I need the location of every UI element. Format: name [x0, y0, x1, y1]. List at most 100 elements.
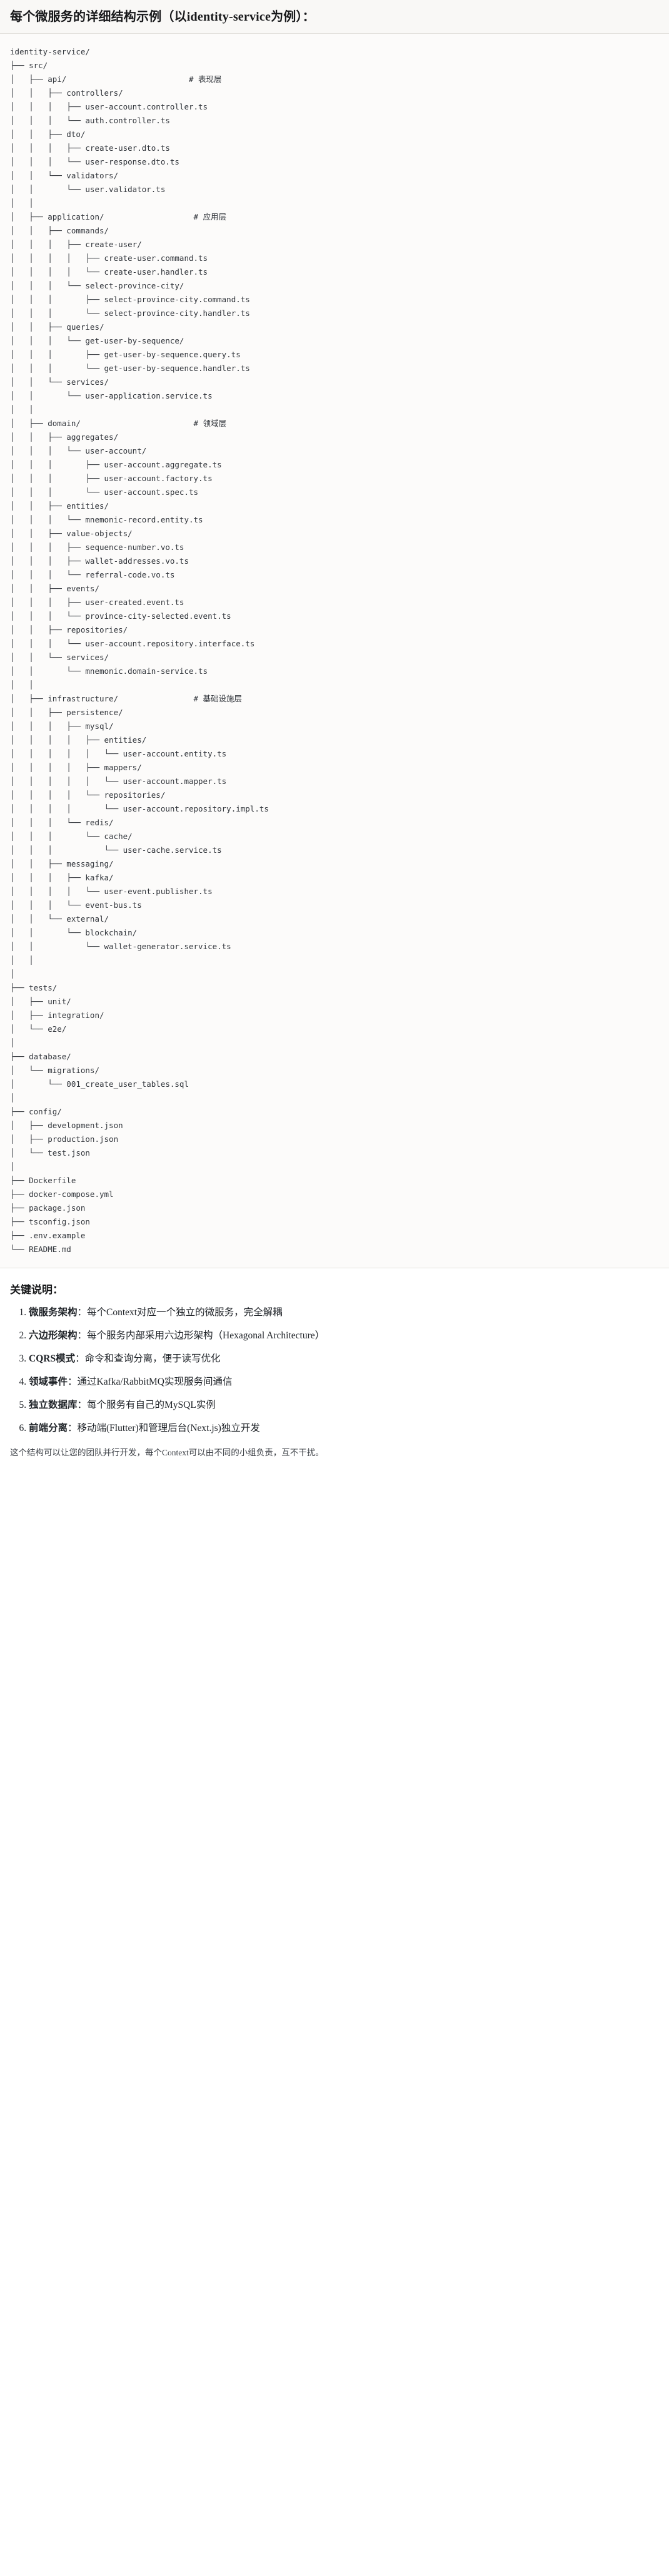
tree-line: │ ├── domain/ # 领域层: [10, 419, 227, 428]
tree-line: │ │ │ └── user-account.spec.ts: [10, 487, 199, 497]
tree-line: │ ├── production.json: [10, 1134, 119, 1144]
key-point-desc: ：每个服务有自己的MySQL实例: [77, 1400, 216, 1411]
key-points-list: 微服务架构：每个Context对应一个独立的微服务，完全解耦六边形架构：每个服务…: [10, 1305, 659, 1436]
tree-line: ├── package.json: [10, 1203, 86, 1213]
document-page: 每个微服务的详细结构示例（以identity-service为例）： ident…: [0, 0, 669, 1475]
tree-line: │ └── 001_create_user_tables.sql: [10, 1079, 189, 1089]
tree-line: │ │ │ └── referral-code.vo.ts: [10, 570, 175, 579]
tree-line: │ │ └── wallet-generator.service.ts: [10, 942, 231, 951]
key-point-item: 独立数据库：每个服务有自己的MySQL实例: [29, 1398, 659, 1413]
key-point-item: 六边形架构：每个服务内部采用六边形架构（Hexagonal Architectu…: [29, 1328, 659, 1343]
tree-line: │ │ └── user-application.service.ts: [10, 391, 213, 400]
tree-line: │ │ │ ├── create-user/: [10, 240, 142, 249]
tree-line-comment: # 表现层: [188, 74, 222, 84]
tree-line: │ │ │ ├── mysql/: [10, 721, 114, 731]
tree-line: │ │ │ └── get-user-by-sequence.handler.t…: [10, 364, 250, 373]
tree-line: │ │ │ ├── sequence-number.vo.ts: [10, 542, 184, 552]
tree-line: │ │ │ ├── select-province-city.command.t…: [10, 295, 250, 304]
tree-line: │ │ ├── queries/: [10, 322, 104, 332]
tree-line: │ │ │ ├── user-account.aggregate.ts: [10, 460, 222, 469]
directory-tree-block: identity-service/ ├── src/ │ ├── api/ # 表现…: [0, 34, 669, 1268]
tree-line: │ │: [10, 955, 34, 965]
tree-line: │ ├── unit/: [10, 997, 71, 1006]
tree-line: │ │ │ │ ├── entities/: [10, 735, 147, 745]
key-point-desc: ：每个服务内部采用六边形架构（Hexagonal Architecture）: [77, 1330, 325, 1341]
tree-line: │ │ │ └── user-cache.service.ts: [10, 845, 222, 855]
tree-line: │ │ ├── dto/: [10, 130, 86, 139]
tree-line: ├── config/: [10, 1107, 62, 1116]
key-point-desc: ：命令和查询分离，便于读写优化: [75, 1353, 221, 1365]
tree-line: │ │ │ └── auth.controller.ts: [10, 116, 170, 125]
tree-line: │ │: [10, 405, 34, 414]
key-points-title: 关键说明：: [10, 1284, 63, 1296]
key-point-item: 微服务架构：每个Context对应一个独立的微服务，完全解耦: [29, 1305, 659, 1320]
key-point-item: 领域事件：通过Kafka/RabbitMQ实现服务间通信: [29, 1375, 659, 1390]
tree-line: │ │: [10, 198, 34, 208]
tree-line: │ │ ├── messaging/: [10, 859, 114, 868]
tree-line: │ │ └── external/: [10, 914, 109, 924]
tree-line: │ │ │ │ │ └── user-account.entity.ts: [10, 749, 227, 758]
tree-line: │ │ │ └── mnemonic-record.entity.ts: [10, 515, 203, 524]
tree-line: │: [10, 1038, 15, 1047]
document-header: 每个微服务的详细结构示例（以identity-service为例）：: [0, 0, 669, 34]
tree-line: ├── Dockerfile: [10, 1176, 76, 1185]
tree-line: ├── docker-compose.yml: [10, 1189, 114, 1199]
tree-line: │ │ │ └── cache/: [10, 832, 133, 841]
tree-line: │ │ │ ├── user-account.factory.ts: [10, 474, 213, 483]
tree-line: │ │ │ └── redis/: [10, 818, 114, 827]
tree-line: │ │ └── mnemonic.domain-service.ts: [10, 666, 208, 676]
tree-line: │ │ └── services/: [10, 377, 109, 387]
tree-line: │ │ │ │ └── create-user.handler.ts: [10, 267, 208, 277]
tree-line: │ ├── integration/: [10, 1011, 104, 1020]
tree-line: │ │ │ └── province-city-selected.event.t…: [10, 611, 231, 621]
tree-line: │ │ │ └── select-province-city/: [10, 281, 184, 290]
key-point-term: 独立数据库: [29, 1400, 78, 1411]
tree-line: │ │ ├── controllers/: [10, 88, 123, 98]
tree-line: │ │ │ │ └── user-account.repository.impl…: [10, 804, 269, 813]
key-point-term: 前端分离: [29, 1423, 68, 1434]
tree-line: │ │ │ └── get-user-by-sequence/: [10, 336, 184, 345]
tree-line: ├── database/: [10, 1052, 71, 1061]
key-point-desc: ：每个Context对应一个独立的微服务，完全解耦: [77, 1307, 283, 1318]
tree-line: │: [10, 1093, 15, 1102]
directory-tree: identity-service/ ├── src/ │ ├── api/ # 表现…: [10, 45, 659, 1256]
tree-line: ├── tsconfig.json: [10, 1217, 90, 1226]
tree-line: │ │ │ ├── create-user.dto.ts: [10, 143, 170, 153]
tree-line: │ │ │ │ └── user-event.publisher.ts: [10, 887, 213, 896]
tree-line: │ └── test.json: [10, 1148, 90, 1158]
tree-line: │ │ │ └── user-account/: [10, 446, 147, 456]
tree-line: │ └── migrations/: [10, 1066, 99, 1075]
key-point-item: CQRS模式：命令和查询分离，便于读写优化: [29, 1352, 659, 1367]
key-points-section: 关键说明： 微服务架构：每个Context对应一个独立的微服务，完全解耦六边形架…: [0, 1268, 669, 1475]
tree-line: │ │ │ ├── user-account.controller.ts: [10, 102, 208, 111]
tree-line: │ │ │ ├── get-user-by-sequence.query.ts: [10, 350, 241, 359]
key-point-item: 前端分离：移动端(Flutter)和管理后台(Next.js)独立开发: [29, 1421, 659, 1436]
tree-line: │ ├── infrastructure/ # 基础设施层: [10, 694, 243, 703]
page-title: 每个微服务的详细结构示例（以identity-service为例）：: [10, 10, 315, 24]
tree-line: identity-service/: [10, 47, 90, 56]
tree-line: │ │ ├── repositories/: [10, 625, 128, 634]
tree-line: │ │ │ └── event-bus.ts: [10, 900, 142, 910]
tree-line: │ │ └── validators/: [10, 171, 119, 180]
tree-line: │ │ │ ├── user-created.event.ts: [10, 598, 184, 607]
tree-line: │ │ │ └── user-response.dto.ts: [10, 157, 179, 166]
tree-line: │ └── e2e/: [10, 1024, 67, 1034]
tree-line: │ │ ├── value-objects/: [10, 529, 133, 538]
tree-line: │ ├── api/ # 表现层: [10, 74, 222, 84]
tree-line: │ │ ├── persistence/: [10, 708, 123, 717]
key-point-term: 六边形架构: [29, 1330, 78, 1341]
key-point-desc: ：移动端(Flutter)和管理后台(Next.js)独立开发: [68, 1423, 260, 1434]
tree-line-comment: # 领域层: [193, 419, 227, 428]
tree-line: │ │ ├── entities/: [10, 501, 109, 511]
tree-line: │ │ └── blockchain/: [10, 928, 138, 937]
tree-line-comment: # 应用层: [193, 212, 227, 221]
tree-line: │ │ │ │ ├── create-user.command.ts: [10, 253, 208, 263]
key-point-term: CQRS模式: [29, 1353, 76, 1365]
tree-line: │ │ └── user.validator.ts: [10, 185, 166, 194]
tree-line: │ │ └── services/: [10, 653, 109, 662]
tree-line: │: [10, 1162, 15, 1171]
closing-paragraph: 这个结构可以让您的团队并行开发，每个Context可以由不同的小组负责，互不干扰…: [10, 1448, 324, 1458]
tree-line: │ │ │ │ └── repositories/: [10, 790, 166, 800]
tree-line: │ │ │ │ │ └── user-account.mapper.ts: [10, 776, 227, 786]
tree-line: ├── src/: [10, 61, 48, 70]
